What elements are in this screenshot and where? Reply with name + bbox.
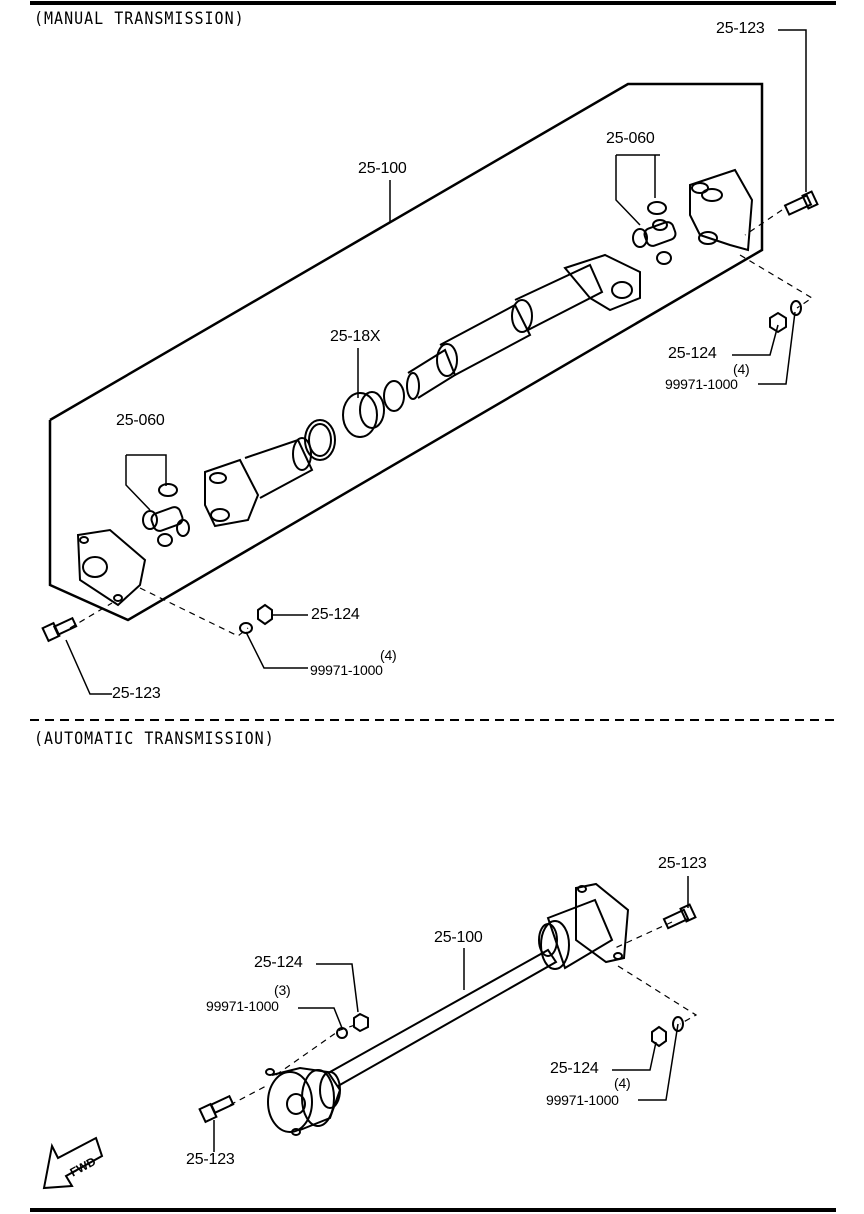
front-cv-joint-icon [265, 1066, 342, 1136]
leader-washer-bottom [245, 631, 308, 669]
washer-icon-2 [239, 622, 253, 634]
leader-auto-washer-left [298, 1007, 343, 1029]
auto-washer-icon [672, 1016, 684, 1032]
auto-nut-icon-2 [353, 1012, 369, 1033]
label-auto-qty-left: (3) [274, 982, 291, 998]
bolt-icon-2 [41, 616, 78, 643]
rear-tube-icon [514, 263, 604, 331]
label-qty-right: (4) [733, 361, 750, 377]
leader-joint-bottom [126, 454, 167, 486]
universal-joint-icon [632, 219, 677, 265]
label-washer-bottom: 99971-1000 [310, 662, 383, 678]
automatic-section-header: (AUTOMATIC TRANSMISSION) [34, 727, 275, 749]
nut-icon-2 [257, 603, 273, 626]
label-auto-nut-left: 25-124 [254, 954, 303, 971]
label-washer-right: 99971-1000 [665, 376, 738, 392]
seal-ring-icon [383, 380, 405, 412]
assembly-outline [48, 82, 764, 622]
snap-ring-icon [647, 201, 667, 215]
leader-bolt-bottom [65, 639, 112, 695]
label-auto-bolt-bottom: 25-123 [186, 1151, 235, 1168]
snap-ring-icon-2 [158, 483, 178, 497]
washer-icon [790, 300, 802, 316]
label-auto-shaft: 25-100 [434, 929, 483, 946]
label-nut-bottom: 25-124 [311, 606, 360, 623]
label-joint-top: 25-060 [606, 130, 655, 147]
label-bolt-top: 25-123 [716, 20, 765, 37]
leader-auto-nut-left [316, 963, 359, 1013]
rear-joint-icon [546, 898, 614, 970]
auto-washer-icon-2 [336, 1027, 348, 1039]
slip-yoke-seal-icon [342, 392, 378, 438]
tube-yoke-icon [563, 253, 641, 312]
label-bolt-bottom: 25-123 [112, 685, 161, 702]
leader-bolt-top [778, 29, 807, 192]
leader-auto-washer-right [638, 1023, 679, 1101]
slip-yoke-icon [244, 438, 314, 499]
label-shaft: 25-100 [358, 160, 407, 177]
companion-flange-icon [76, 528, 147, 607]
label-slip-yoke: 25-18X [330, 328, 381, 345]
fwd-label: FWD [68, 1154, 99, 1179]
manual-section-header: (MANUAL TRANSMISSION) [34, 7, 245, 29]
label-qty-bottom: (4) [380, 647, 397, 663]
universal-joint-icon-2 [142, 506, 190, 547]
label-joint-bottom: 25-060 [116, 412, 165, 429]
label-auto-washer-left: 99971-1000 [206, 998, 279, 1014]
bolt-icon [783, 190, 819, 216]
auto-nut-icon [651, 1025, 667, 1048]
flange-yoke-icon [689, 168, 754, 252]
auto-bolt-icon [662, 903, 697, 930]
fwd-arrow-icon [42, 1136, 104, 1190]
rear-flange-icon [575, 882, 630, 964]
leader-auto-nut-right [612, 1041, 657, 1071]
label-nut-right: 25-124 [668, 345, 717, 362]
label-auto-washer-right: 99971-1000 [546, 1092, 619, 1108]
nut-icon [769, 311, 787, 334]
label-auto-bolt-top: 25-123 [658, 855, 707, 872]
leader-nut-right [732, 324, 779, 356]
leader-washer-right [758, 311, 796, 385]
label-auto-qty-right: (4) [614, 1075, 631, 1091]
auto-bolt-icon-2 [198, 1094, 235, 1124]
label-auto-nut-right: 25-124 [550, 1060, 599, 1077]
auto-shaft-icon [329, 948, 558, 1087]
